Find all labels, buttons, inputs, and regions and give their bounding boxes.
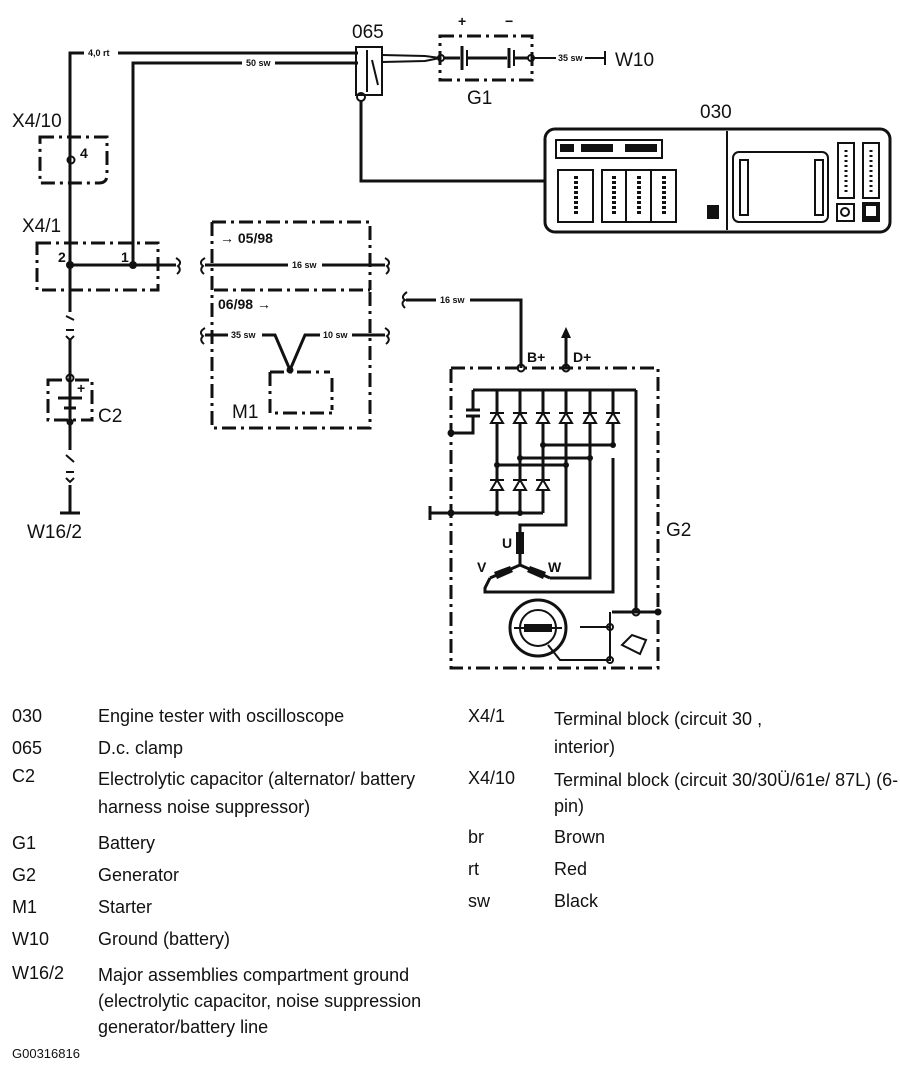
svg-text:35 sw: 35 sw [558,53,584,63]
diode-row-lower [489,445,551,513]
svg-text:X4/10: X4/10 [12,111,62,132]
svg-text:−: − [505,13,513,29]
svg-text:35 sw: 35 sw [231,330,257,340]
svg-text:4,0 rt: 4,0 rt [88,48,110,58]
svg-text:06/98 →: 06/98 → [218,296,271,312]
svg-text:065: 065 [352,22,384,43]
svg-text:M1: M1 [232,402,258,423]
legend-code: X4/10 [468,768,516,788]
legend-code: C2 [12,766,36,786]
legend-code: sw [468,891,490,911]
legend-code: 065 [12,738,43,758]
rotor-regulator [508,390,662,664]
svg-text:2: 2 [58,249,66,265]
legend-code: W10 [12,929,50,949]
legend-item: 065 D.c. clamp [12,737,458,759]
generator-g2: 16 sw B+ D+ G2 U [401,291,691,670]
legend-item: sw Black [468,890,900,912]
legend-desc: Red [554,859,588,879]
svg-text:W16/2: W16/2 [27,522,82,543]
wiring-diagram: 4,0 rt 50 sw 065 + − G1 35 sw W10 030 [12,13,892,670]
svg-text:W10: W10 [615,50,654,71]
svg-text:V: V [477,559,487,575]
legend-code: G2 [12,865,37,885]
legend-code: M1 [12,897,38,917]
svg-text:50 sw: 50 sw [246,58,272,68]
legend-item: C2 Electrolytic capacitor (alternator/ ba… [12,765,438,821]
svg-text:D+: D+ [573,349,591,365]
legend-desc: Major assemblies compartment ground (ele… [98,965,422,1037]
legend-item: X4/1 Terminal block (circuit 30 , interio… [468,705,814,761]
svg-text:1: 1 [121,249,129,265]
legend-desc: Electrolytic capacitor (alternator/ batt… [98,769,416,817]
terminal-block-x4-1: X4/1 2 1 [22,216,182,292]
capacitor-c2: + C2 W16/2 [27,312,122,543]
svg-text:16 sw: 16 sw [292,260,318,270]
svg-text:G1: G1 [467,88,492,109]
legend-item: W10 Ground (battery) [12,928,458,950]
legend-desc: Engine tester with oscilloscope [98,706,345,726]
legend-item: M1 Starter [12,896,458,918]
dc-clamp-065: 065 [352,22,545,183]
svg-text:+: + [458,13,466,29]
legend-item: rt Red [468,858,900,880]
legend-code: br [468,827,485,847]
engine-tester-030: 030 [543,102,892,234]
starter-variant-boxes: → 05/98 06/98 → 16 sw 35 sw 10 sw M1 [199,220,391,430]
battery-g1: + − G1 35 sw W10 [437,13,654,109]
legend-code: G1 [12,833,37,853]
svg-text:B+: B+ [527,349,545,365]
wire-4-0-rt: 4,0 rt [68,48,358,513]
legend-desc: Black [554,891,599,911]
legend-code: W16/2 [12,963,65,983]
svg-text:030: 030 [700,102,732,123]
svg-text:C2: C2 [98,406,122,427]
svg-text:16 sw: 16 sw [440,295,466,305]
legend-item: G2 Generator [12,864,458,886]
legend-desc: Terminal block (circuit 30 , interior) [554,709,763,757]
legend-desc: Ground (battery) [98,929,231,949]
legend-desc: D.c. clamp [98,738,184,758]
legend-item: G1 Battery [12,832,458,854]
legend-desc: Terminal block (circuit 30/30Ü/61e/ 87L)… [554,770,899,816]
svg-text:4: 4 [80,145,88,161]
svg-text:G2: G2 [666,520,691,541]
legend-item: X4/10 Terminal block (circuit 30/30Ü/61e/… [468,767,899,819]
legend-code: X4/1 [468,706,506,726]
legend-item: br Brown [468,826,900,848]
figure-id: G00316816 [12,1046,80,1061]
legend-item: W16/2 Major assemblies compartment ground… [12,962,443,1040]
svg-text:+: + [77,380,85,396]
legend-desc: Brown [554,827,606,847]
stator-windings: U V W [477,458,615,594]
legend-desc: Starter [98,897,153,917]
wire-50-sw: 50 sw [131,58,358,265]
legend-code: 030 [12,706,43,726]
legend-desc: Battery [98,833,156,853]
legend-item: 030 Engine tester with oscilloscope [12,705,458,727]
svg-text:W: W [548,559,562,575]
diode-row-upper [489,390,621,497]
svg-text:X4/1: X4/1 [22,216,61,237]
svg-text:10 sw: 10 sw [323,330,349,340]
svg-text:U: U [502,535,512,551]
legend-desc: Generator [98,865,180,885]
legend-code: rt [468,859,479,879]
svg-text:→ 05/98: → 05/98 [220,230,273,246]
terminal-block-x4-10: X4/10 4 [12,111,109,185]
